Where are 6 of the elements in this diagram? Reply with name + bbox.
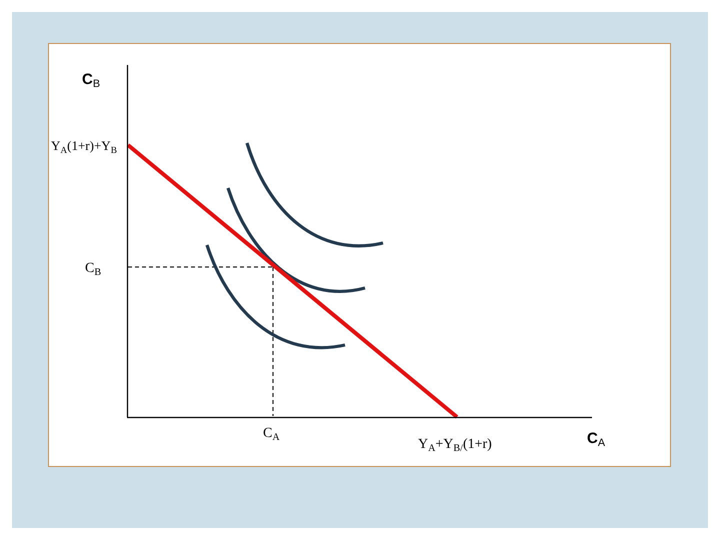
- axis-title: C$_{B}$: [82, 72, 100, 90]
- axis-title: C$_{A}$: [587, 431, 606, 450]
- intercept-label: Y$_{A}$(1+r)+Y$_{B}$: [51, 139, 117, 156]
- axis-value-label: C$_{B}$: [85, 262, 102, 278]
- intercept-label: Y$_{A}$+Y$_{B/}$(1+r): [418, 438, 492, 454]
- axis-value-label: C$_{A}$: [263, 427, 280, 444]
